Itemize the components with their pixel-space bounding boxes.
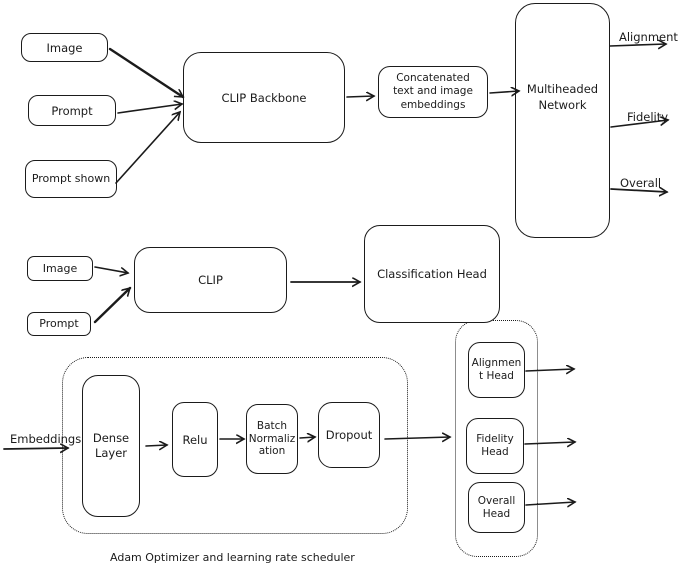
node-prompt-middle: Prompt [27,312,91,336]
node-label: Classification Head [377,267,487,281]
optimizer-caption: Adam Optimizer and learning rate schedul… [110,551,355,564]
output-label-fidelity: Fidelity [627,110,669,124]
node-alignment-head: Alignmen t Head [468,342,525,398]
arrow-output-alignment [609,44,666,46]
node-dense-layer: Dense Layer [82,375,140,517]
node-fidelity-head: Fidelity Head [466,418,524,474]
node-label: Alignmen t Head [471,357,522,382]
node-batch-normalization: Batch Normaliz ation [246,404,298,474]
node-image-top: Image [21,33,108,62]
arrow-image-to-backbone [108,47,183,99]
node-multiheaded-network: Multiheaded Network [515,3,610,238]
node-label: Overall Head [477,494,516,520]
node-label: Prompt [51,103,93,118]
node-clip: CLIP [134,247,287,313]
node-label: Multiheaded Network [526,81,599,112]
node-label: Fidelity Head [476,433,514,458]
embeddings-input-label: Embeddings [10,432,82,446]
node-prompt-shown: Prompt shown [25,160,117,198]
output-heads-container [455,320,538,557]
arrow-backbone-to-concat [346,96,374,97]
node-label: Dropout [325,428,373,442]
node-dropout: Dropout [318,402,380,468]
node-label: CLIP Backbone [221,90,307,105]
node-label: Prompt shown [31,172,111,185]
node-image-middle: Image [27,256,93,281]
output-label-alignment: Alignment [619,30,678,44]
node-label: Image [46,40,83,55]
arrow-embeddings-to-dense [3,448,68,449]
node-label: Prompt [39,317,79,330]
arrow-image-to-clip [94,266,128,273]
arrow-prompt-to-backbone [117,104,182,114]
node-label: Batch Normaliz ation [248,420,296,458]
node-clip-backbone: CLIP Backbone [183,52,345,143]
node-label: Relu [182,432,208,447]
node-relu: Relu [172,402,218,477]
node-label: CLIP [198,273,223,287]
node-prompt-top: Prompt [28,95,116,126]
node-label: Image [42,261,78,275]
node-label: Concatenated text and image embeddings [393,71,473,111]
arrow-prompt-shown-to-backbone [115,112,180,184]
arrow-prompt-to-clip [93,286,132,324]
node-concat-embeddings: Concatenated text and image embeddings [378,66,488,118]
node-label: Dense Layer [92,431,130,460]
output-label-overall: Overall [620,176,662,190]
node-classification-head: Classification Head [364,225,500,323]
node-overall-head: Overall Head [468,482,525,533]
